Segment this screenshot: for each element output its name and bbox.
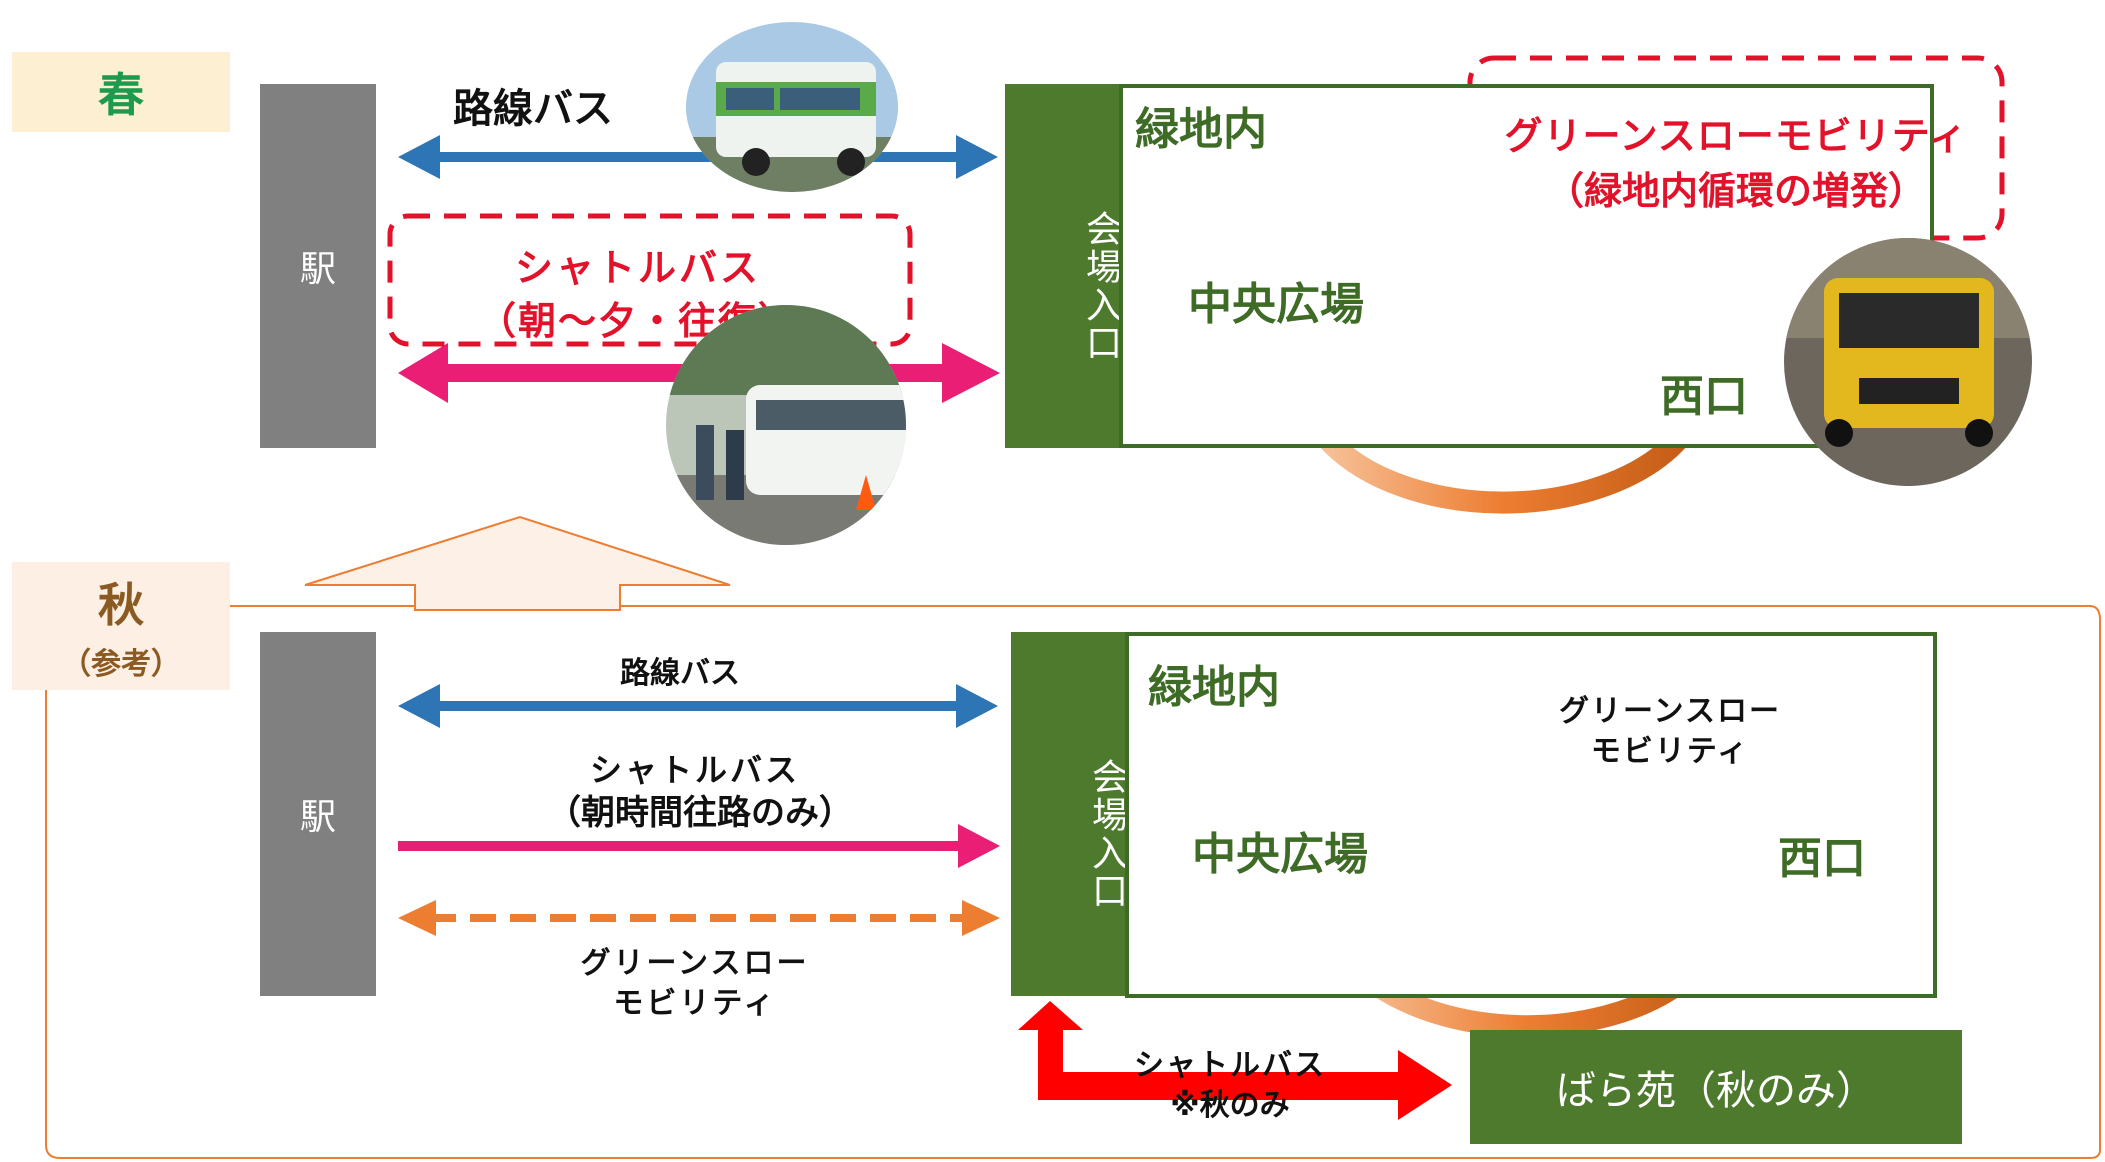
rose-garden-box: ばら苑（秋のみ）	[1470, 1030, 1962, 1144]
gsm-vehicle-photo	[1784, 238, 2032, 486]
rose-garden-label: ばら苑（秋のみ）	[1556, 1068, 1876, 1114]
autumn-tag: 秋 （参考）	[12, 562, 230, 690]
autumn-entrance-label: 会場入口	[1086, 758, 1127, 910]
autumn-shuttle-label-1: シャトルバス	[589, 751, 800, 789]
spring-station-label: 駅	[299, 249, 336, 290]
transition-arrow	[304, 515, 731, 611]
rose-shuttle-arrow	[1018, 1001, 1452, 1120]
autumn-park-title: 緑地内	[1148, 662, 1280, 713]
spring-shuttle-label-1: シャトルバス	[514, 246, 761, 290]
spring-tag-label: 春	[98, 68, 144, 122]
autumn-gsm-label-2: モビリティ	[613, 986, 777, 1021]
spring-shuttle-box	[387, 213, 913, 347]
shuttle-bus-photo	[666, 305, 906, 545]
rose-shuttle-label-1: シャトルバス	[1134, 1048, 1326, 1083]
route-bus-photo	[686, 22, 898, 192]
autumn-section-frame	[45, 605, 2101, 1159]
autumn-gsm-arrow	[398, 900, 1000, 936]
autumn-tag-label: 秋	[98, 578, 144, 632]
autumn-station: 駅	[260, 632, 376, 996]
spring-tag: 春	[12, 52, 230, 132]
spring-park-title: 緑地内	[1135, 104, 1267, 155]
autumn-park-gsm-label-1: グリーンスロー	[1559, 694, 1781, 729]
spring-gsm-label-1: グリーンスローモビリティ	[1504, 114, 1968, 158]
autumn-tag-sub: （参考）	[61, 647, 181, 682]
autumn-west-gate: 西口	[1778, 833, 1866, 884]
spring-route-bus-label: 路線バス	[453, 86, 613, 132]
rose-shuttle-label-2: ※秋のみ	[1170, 1088, 1290, 1123]
spring-central-plaza: 中央広場	[1188, 279, 1364, 330]
autumn-station-label: 駅	[299, 797, 336, 838]
spring-entrance: 会場入口	[1005, 84, 1121, 448]
spring-entrance-label: 会場入口	[1080, 210, 1121, 362]
autumn-park-gsm-label-2: モビリティ	[1590, 734, 1750, 769]
autumn-gsm-label-1: グリーンスロー	[580, 946, 810, 981]
autumn-park-frame	[1125, 632, 1937, 998]
autumn-shuttle-label-2: （朝時間往路のみ）	[547, 793, 853, 833]
autumn-shuttle-arrow	[398, 824, 1000, 868]
spring-station: 駅	[260, 84, 376, 448]
autumn-entrance: 会場入口	[1011, 632, 1127, 996]
autumn-route-bus-arrow	[398, 684, 998, 728]
spring-west-gate: 西口	[1660, 371, 1748, 422]
autumn-central-plaza: 中央広場	[1192, 829, 1368, 880]
spring-gsm-label-2: （緑地内循環の増発）	[1545, 169, 1926, 213]
autumn-route-bus-label: 路線バス	[620, 656, 740, 691]
